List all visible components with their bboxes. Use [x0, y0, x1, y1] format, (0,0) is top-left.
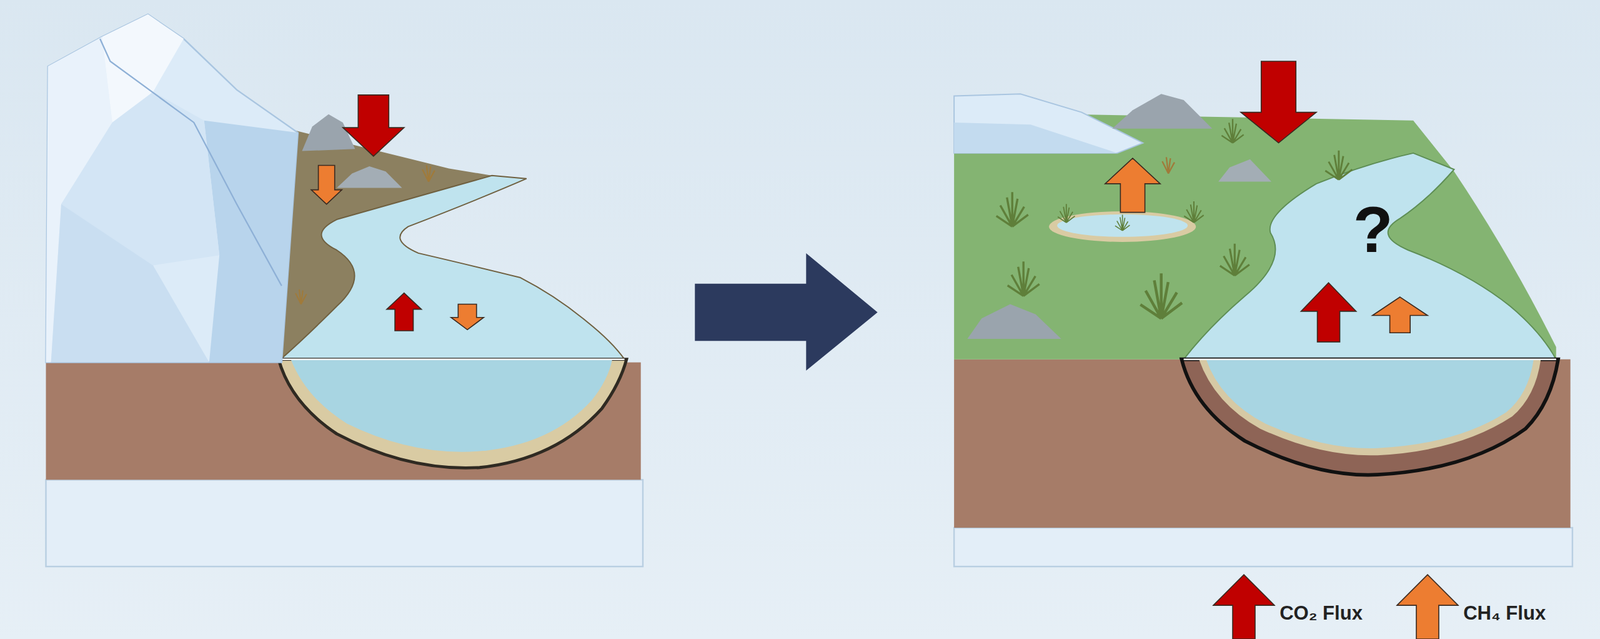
glacier-facet [51, 204, 210, 363]
co2-flux-arrow [1300, 282, 1356, 342]
grass-tuft [422, 164, 435, 182]
grass-tuft [295, 289, 307, 305]
soil-layer [954, 359, 1571, 528]
pond [1057, 214, 1188, 237]
legend-text: CO₂ Flux [1279, 601, 1363, 625]
lake-sediment [278, 359, 627, 468]
legend-arrow [1396, 574, 1459, 639]
glacier-face [954, 122, 1118, 154]
lake-sediment [1198, 359, 1541, 456]
legend-swatch [1395, 573, 1459, 639]
legend-arrow [1213, 574, 1275, 639]
grass-tuft [996, 191, 1029, 227]
rock [1112, 93, 1213, 129]
river [1183, 153, 1557, 360]
pond-rim [1048, 211, 1196, 242]
lake-organic-sediment [1181, 359, 1559, 475]
question-mark-label: ? [1353, 191, 1394, 268]
co2-flux-arrow [1240, 61, 1317, 144]
lake-water [290, 359, 612, 452]
transition-arrow [694, 253, 878, 371]
vegetated-ground [954, 112, 1557, 360]
grass-tuft [1325, 150, 1352, 180]
glacier [45, 14, 298, 363]
legend-text: CH₄ Flux [1463, 601, 1546, 625]
ch4-flux-arrow [451, 304, 484, 330]
glacier-remnant [954, 93, 1143, 154]
grass-tuft [1115, 214, 1131, 230]
water-surface [280, 357, 625, 360]
rock [1218, 159, 1272, 182]
ch4-flux-arrow [1372, 296, 1428, 333]
grass-tuft [1057, 203, 1075, 223]
rock [336, 166, 403, 188]
grass-tuft [1140, 273, 1183, 319]
legend-swatch [1212, 573, 1276, 639]
bedrock-slab [954, 527, 1573, 567]
legend-item: CO₂ Flux [1212, 573, 1363, 639]
grass-tuft [1220, 243, 1250, 276]
rock [301, 114, 355, 152]
grass-tuft [1162, 156, 1175, 174]
water-surface [1183, 357, 1557, 360]
bedrock-slab [45, 479, 643, 567]
ch4-flux-arrow [311, 164, 342, 204]
glacier-edge [99, 38, 282, 286]
grass-tuft [1007, 261, 1040, 296]
grass-tuft [1183, 201, 1204, 223]
lake-water [1206, 359, 1534, 448]
rock [967, 304, 1061, 340]
co2-flux-arrow [386, 293, 422, 331]
grass-tuft [1221, 118, 1244, 143]
ch4-flux-arrow [1105, 158, 1161, 213]
co2-flux-arrow [342, 94, 405, 157]
river [280, 175, 625, 360]
glacier-face [204, 120, 299, 363]
legend-item: CH₄ Flux [1395, 573, 1546, 639]
